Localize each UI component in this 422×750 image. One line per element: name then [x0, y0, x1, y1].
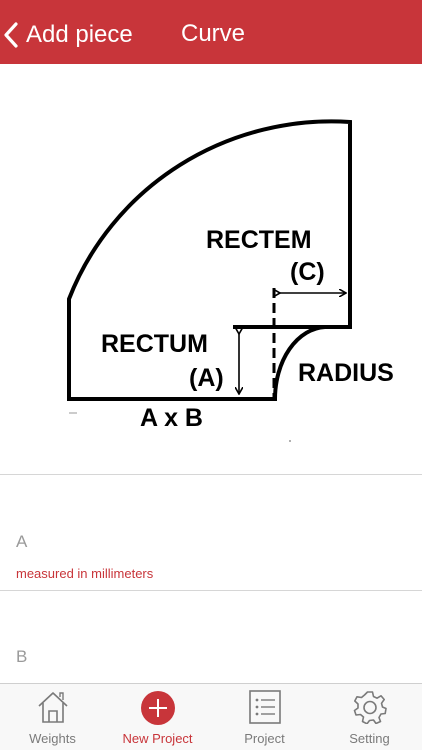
tab-project-label: Project — [244, 731, 285, 746]
divider — [0, 590, 422, 591]
piece-outline — [67, 119, 352, 401]
a-label: (A) — [189, 364, 224, 392]
axb-label: A x B — [140, 404, 203, 432]
list-icon — [248, 690, 281, 724]
radius-label: RADIUS — [298, 359, 394, 387]
divider — [0, 474, 422, 475]
field-b-input[interactable] — [60, 642, 410, 672]
field-a-input[interactable] — [60, 527, 410, 557]
plus-circle-icon — [140, 690, 176, 726]
rectum-label: RECTUM — [101, 330, 208, 358]
curve-shape — [67, 119, 352, 442]
tab-new-project[interactable]: New Project — [105, 684, 210, 750]
tab-setting[interactable]: Setting — [317, 684, 422, 750]
tab-bar: Weights New Project Project — [0, 683, 422, 750]
rectem-label: RECTEM — [206, 226, 312, 254]
tab-new-project-label: New Project — [122, 731, 193, 746]
back-button-label: Add piece — [26, 21, 133, 48]
tab-weights-label: Weights — [29, 731, 76, 746]
field-b-label: B — [16, 647, 28, 666]
chevron-left-icon — [4, 22, 18, 48]
nav-bar: Add piece Curve — [0, 0, 422, 64]
dot-mark — [289, 440, 291, 442]
back-button[interactable]: Add piece — [4, 18, 133, 52]
field-a-hint: measured in millimeters — [16, 566, 154, 581]
house-icon — [36, 690, 70, 724]
field-a-label: A — [16, 532, 28, 551]
curve-diagram: RECTEM (C) RECTUM (A) RADIUS A x B — [0, 64, 422, 474]
tab-project[interactable]: Project — [212, 684, 317, 750]
tab-setting-label: Setting — [349, 731, 390, 746]
c-label: (C) — [290, 258, 325, 286]
gear-icon — [353, 690, 387, 724]
page-title: Curve — [181, 20, 246, 47]
tab-weights[interactable]: Weights — [0, 684, 105, 750]
